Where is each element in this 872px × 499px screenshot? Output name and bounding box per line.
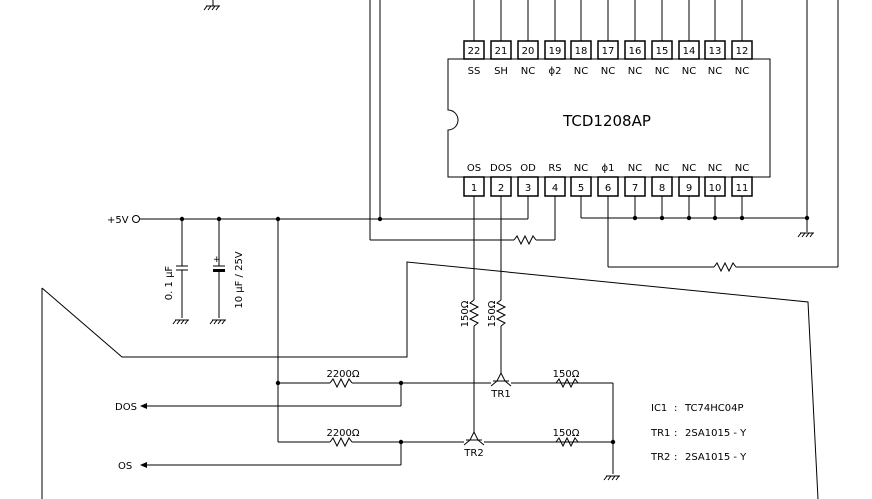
ic-pin-number: 11 xyxy=(736,183,749,194)
resistor-dos-base xyxy=(278,377,401,389)
ic-pin-number: 15 xyxy=(656,46,669,57)
ic-pin-label: ϕ2 xyxy=(549,66,562,77)
ic-pin-number: 13 xyxy=(709,46,722,57)
resistor-tr1-emitter xyxy=(495,299,507,373)
output-dos-net xyxy=(140,383,402,409)
supply-rail xyxy=(132,196,529,223)
cap1-label: 0. 1 μF xyxy=(164,266,175,301)
ic-pin-number: 1 xyxy=(471,183,477,194)
ic-pin-label: NC xyxy=(682,66,696,77)
ic-pin-number: 16 xyxy=(629,46,642,57)
tr2-label: TR2 xyxy=(463,448,483,459)
ic-pin-number: 22 xyxy=(468,46,481,57)
ic-pin-label: NC xyxy=(628,163,642,174)
ic-pin-number: 3 xyxy=(525,183,531,194)
ic-pin-number: 19 xyxy=(549,46,562,57)
legend-sep-tr1: : xyxy=(674,428,677,439)
ic-pin-label: SH xyxy=(494,66,508,77)
ic-pin-number: 20 xyxy=(522,46,535,57)
ic-pin-number: 17 xyxy=(602,46,615,57)
ic-pin-label: NC xyxy=(574,66,588,77)
ic-pin-label: ϕ1 xyxy=(602,163,615,174)
ic-pin-number: 10 xyxy=(709,183,722,194)
legend-key-tr1: TR1 xyxy=(650,428,670,439)
legend-key-tr2: TR2 xyxy=(650,452,670,463)
legend-key-ic1: IC1 xyxy=(651,403,667,414)
output-os-net xyxy=(140,442,402,468)
r-dos-base-label: 2200Ω xyxy=(326,369,359,380)
ground-symbol-top xyxy=(203,0,220,11)
transistor-tr2 xyxy=(401,431,613,446)
ic-pin-label: NC xyxy=(628,66,642,77)
ground-symbol-ic xyxy=(797,232,814,238)
ic-name: TCD1208AP xyxy=(562,112,651,130)
ic-pin-number: 5 xyxy=(578,183,584,194)
ic-pin-label: NC xyxy=(601,66,615,77)
cap2-label: 10 μF / 25V xyxy=(234,251,245,308)
ground-symbol-out xyxy=(603,475,620,481)
ic-pin-number: 2 xyxy=(498,183,504,194)
r-tr1-emitter-label: 150Ω xyxy=(487,300,498,327)
r-os-out-label: 150Ω xyxy=(553,428,580,439)
resistor-tr2-emitter xyxy=(468,299,480,432)
ic-pin-label: NC xyxy=(682,163,696,174)
ic-pin-label: OD xyxy=(520,163,536,174)
legend-value-tr1: 2SA1015 - Y xyxy=(685,428,747,439)
clock-resistor-net xyxy=(607,196,838,273)
section-boundary xyxy=(41,261,819,499)
ic-pin-label: NC xyxy=(735,163,749,174)
ic-pin-number: 21 xyxy=(495,46,508,57)
legend-value-ic1: TC74HC04P xyxy=(684,403,744,414)
capacitor-10uf: + xyxy=(213,219,225,318)
transistor-tr1 xyxy=(401,372,613,387)
ic-pin-number: 9 xyxy=(686,183,692,194)
resistor-dos-out xyxy=(555,377,579,389)
ic-pin-number: 14 xyxy=(683,46,696,57)
r-dos-out-label: 150Ω xyxy=(553,369,580,380)
legend-sep-ic1: : xyxy=(674,403,677,414)
ic-pin-number: 4 xyxy=(552,183,558,194)
ic-pin-label: NC xyxy=(521,66,535,77)
ic-pin-label: NC xyxy=(708,163,722,174)
ic-pin-label: NC xyxy=(655,66,669,77)
ic-pin-label: DOS xyxy=(490,163,512,174)
ic-pin-label: SS xyxy=(468,66,481,77)
ic-pin-label: RS xyxy=(548,163,561,174)
ground-symbol-cap2 xyxy=(209,319,226,325)
svg-text:+: + xyxy=(213,255,221,265)
ic-pin-label: NC xyxy=(655,163,669,174)
out-os-label: OS xyxy=(118,461,132,472)
legend-sep-tr2: : xyxy=(674,452,677,463)
supply-label: +5V xyxy=(107,215,129,226)
ic-pin-number: 6 xyxy=(605,183,611,194)
nc-ground-net xyxy=(580,196,810,221)
resistor-os-out xyxy=(555,436,579,448)
r-tr2-emitter-label: 150Ω xyxy=(460,300,471,327)
ic-pin-number: 8 xyxy=(659,183,665,194)
ic-pin-number: 7 xyxy=(632,183,638,194)
legend-value-tr2: 2SA1015 - Y xyxy=(685,452,747,463)
top-wires xyxy=(369,0,839,267)
ic-pin-number: 12 xyxy=(736,46,749,57)
ic-pin-label: NC xyxy=(735,66,749,77)
tr1-label: TR1 xyxy=(490,389,510,400)
ic-bottom-pins: 1 OS 2 DOS 3 OD 4 RS 5 NC 6 ϕ1 7 NC 8 NC 9 NC 10 NC 11 NC xyxy=(463,163,753,197)
ic-body xyxy=(447,58,771,178)
ic-pin-label: NC xyxy=(708,66,722,77)
ic-pin-label: NC xyxy=(574,163,588,174)
capacitor-0-1uf xyxy=(176,219,188,318)
ic-pin-number: 18 xyxy=(575,46,588,57)
out-dos-label: DOS xyxy=(115,402,137,413)
reset-resistor-net xyxy=(370,196,556,246)
ground-symbol-cap1 xyxy=(172,319,189,325)
parts-legend: IC1 : TC74HC04P TR1 : 2SA1015 - Y TR2 : … xyxy=(650,403,747,463)
ic-pin-label: OS xyxy=(467,163,481,174)
r-os-base-label: 2200Ω xyxy=(326,428,359,439)
resistor-os-base xyxy=(278,436,401,448)
